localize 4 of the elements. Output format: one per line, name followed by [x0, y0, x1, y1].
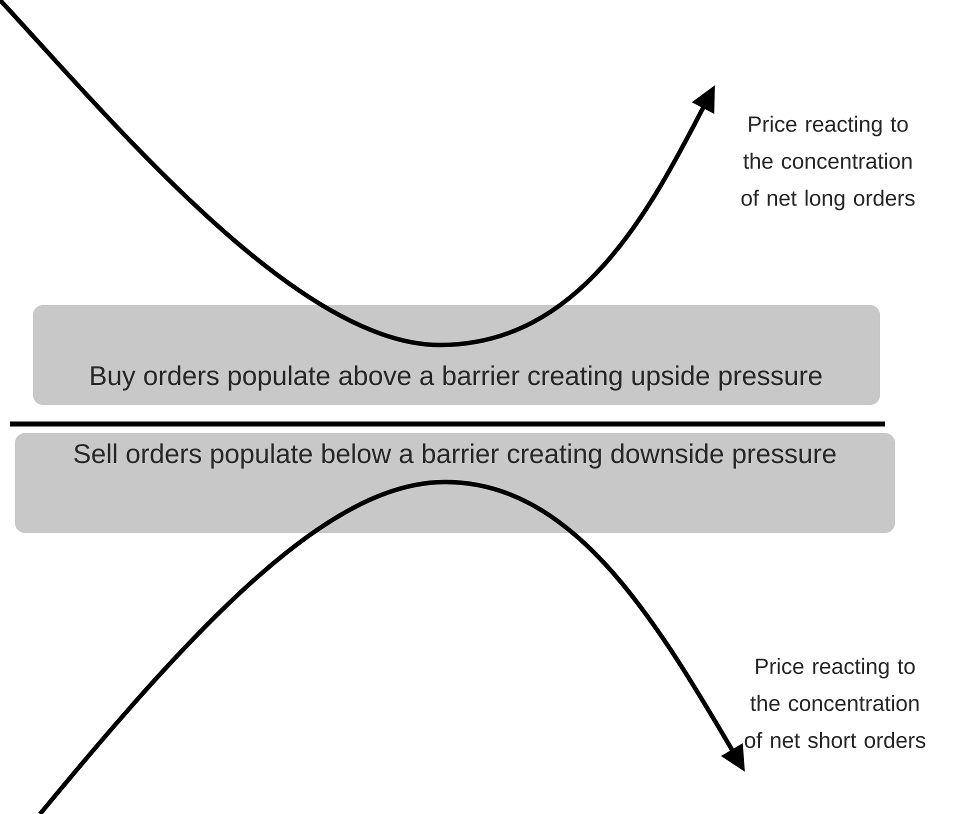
text-band: Buy orders populate above a barrier creating upside pressure [33, 305, 880, 405]
text-band: Sell orders populate below a barrier creating downside pressure [15, 433, 895, 533]
annotation-text: Price reacting to the concentration of net long orders [742, 116, 915, 210]
annotation-text: Price reacting to the concentration of net short orders [744, 658, 926, 748]
